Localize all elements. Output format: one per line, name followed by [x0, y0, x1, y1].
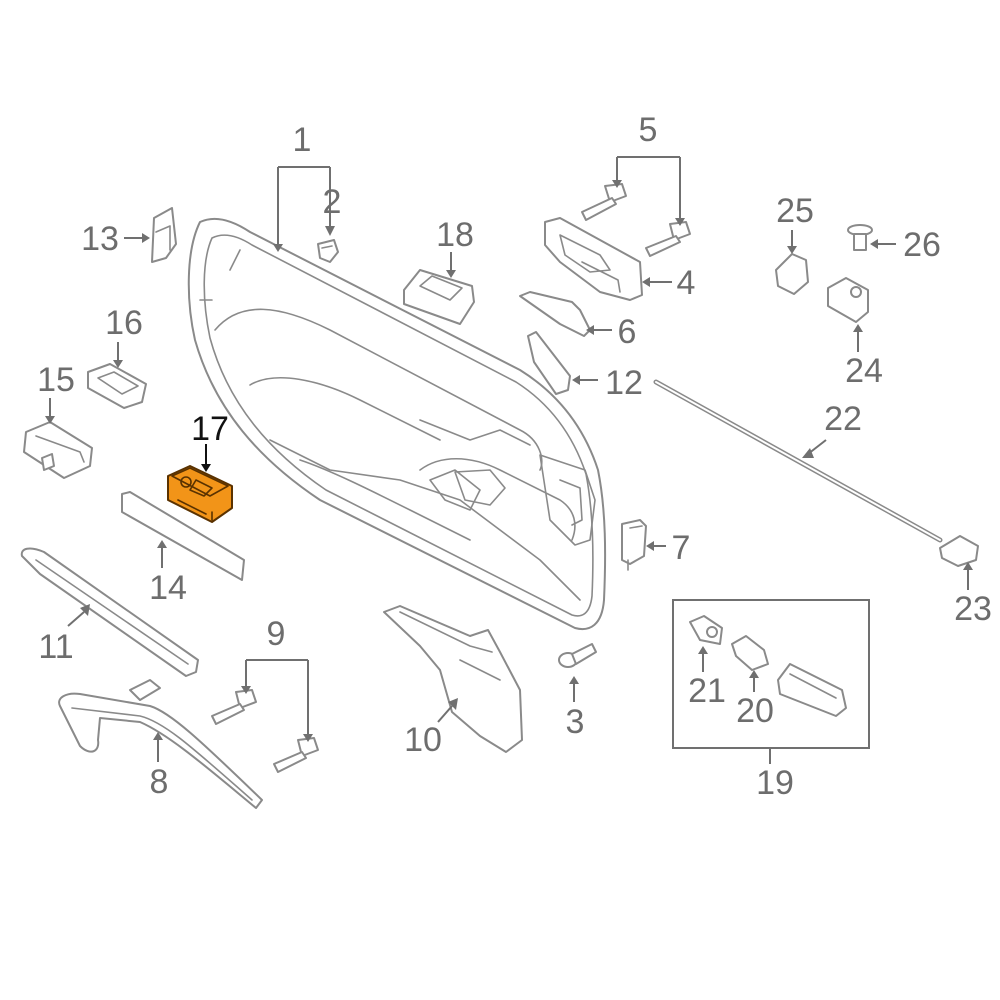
arrow-6 [586, 325, 594, 335]
arrow-16 [113, 360, 123, 368]
part-18-switch-bezel[interactable] [403, 269, 475, 325]
part-6-trim-strip[interactable] [519, 291, 591, 337]
part-7-sensor[interactable] [621, 519, 647, 571]
arrow-13 [142, 233, 150, 243]
part-3-screw[interactable] [558, 643, 597, 668]
arrow-5b [675, 218, 685, 226]
leader-9 [245, 659, 309, 736]
part-10-map-pocket[interactable] [383, 605, 523, 753]
callout-6: 6 [618, 313, 637, 351]
part-26-rivet[interactable] [847, 224, 873, 251]
arrow-21 [698, 646, 708, 654]
part-20-bulb[interactable] [731, 635, 769, 671]
part-14-foil-strip[interactable] [121, 491, 245, 581]
part-9-bolts[interactable] [211, 689, 319, 773]
callout-15: 15 [37, 361, 75, 399]
callout-1: 1 [293, 121, 312, 159]
callout-16: 16 [105, 304, 143, 342]
arrow-9b [303, 734, 313, 742]
callout-9: 9 [267, 615, 286, 653]
arrow-22 [802, 448, 814, 458]
part-17-window-switch[interactable] [167, 465, 233, 523]
arrow-14 [157, 540, 167, 548]
arrow-11 [80, 604, 90, 616]
part-23-connector[interactable] [939, 535, 979, 567]
part-25-clip[interactable] [775, 253, 809, 295]
arrow-15 [45, 416, 55, 424]
arrow-17 [201, 464, 211, 472]
part-21-socket[interactable] [689, 615, 723, 645]
callout-17: 17 [191, 410, 229, 448]
callout-18: 18 [436, 216, 474, 254]
part-24-bracket[interactable] [827, 277, 869, 323]
part-19-switch-kit[interactable] [672, 599, 870, 749]
callout-4: 4 [677, 264, 696, 302]
callout-19: 19 [756, 764, 794, 802]
callout-14: 14 [149, 569, 187, 607]
callout-11: 11 [38, 628, 73, 666]
callout-21: 21 [688, 672, 726, 710]
part-15-switch-housing[interactable] [23, 421, 93, 479]
callout-20: 20 [736, 692, 774, 730]
leader-5 [616, 156, 681, 220]
part-4-bracket[interactable] [544, 217, 643, 301]
callout-25: 25 [776, 192, 814, 230]
arrow-2 [325, 226, 335, 236]
callout-3: 3 [566, 703, 585, 741]
callout-13: 13 [81, 220, 119, 258]
arrow-1 [273, 244, 283, 252]
arrow-8 [153, 732, 163, 740]
arrow-3 [569, 676, 579, 684]
arrow-10 [448, 698, 458, 710]
arrow-23 [963, 562, 973, 570]
leader-11 [67, 611, 85, 627]
leader-1 [277, 166, 331, 248]
callout-23: 23 [954, 590, 992, 628]
part-22-rod[interactable] [653, 379, 943, 543]
part-11-trim-strip[interactable] [20, 547, 199, 677]
part-12-cover[interactable] [527, 331, 571, 395]
callout-7: 7 [672, 529, 691, 567]
callout-22: 22 [824, 400, 862, 438]
part-8-grab-handle[interactable] [58, 679, 263, 809]
leader-10 [437, 705, 453, 723]
arrow-24 [853, 324, 863, 332]
callout-26: 26 [903, 226, 941, 264]
callout-24: 24 [845, 352, 883, 390]
arrow-25 [787, 246, 797, 254]
callout-8: 8 [150, 763, 169, 801]
arrow-18 [446, 270, 456, 278]
arrow-7 [646, 541, 654, 551]
part-1-door-panel[interactable] [187, 217, 607, 630]
callout-12: 12 [605, 364, 643, 402]
arrow-26 [870, 239, 878, 249]
arrow-20 [749, 670, 759, 678]
part-2-clip[interactable] [317, 239, 339, 263]
arrow-5a [612, 180, 622, 188]
part-13-clip[interactable] [151, 207, 177, 263]
arrow-4 [642, 277, 650, 287]
arrow-12 [572, 375, 580, 385]
part-16-switch[interactable] [87, 363, 147, 409]
callout-5: 5 [639, 111, 658, 149]
callout-2: 2 [323, 183, 342, 221]
callout-10: 10 [404, 721, 442, 759]
arrow-9a [241, 686, 251, 694]
part-19-switch-panel[interactable] [777, 663, 847, 717]
part-5-bolts[interactable] [581, 183, 691, 257]
